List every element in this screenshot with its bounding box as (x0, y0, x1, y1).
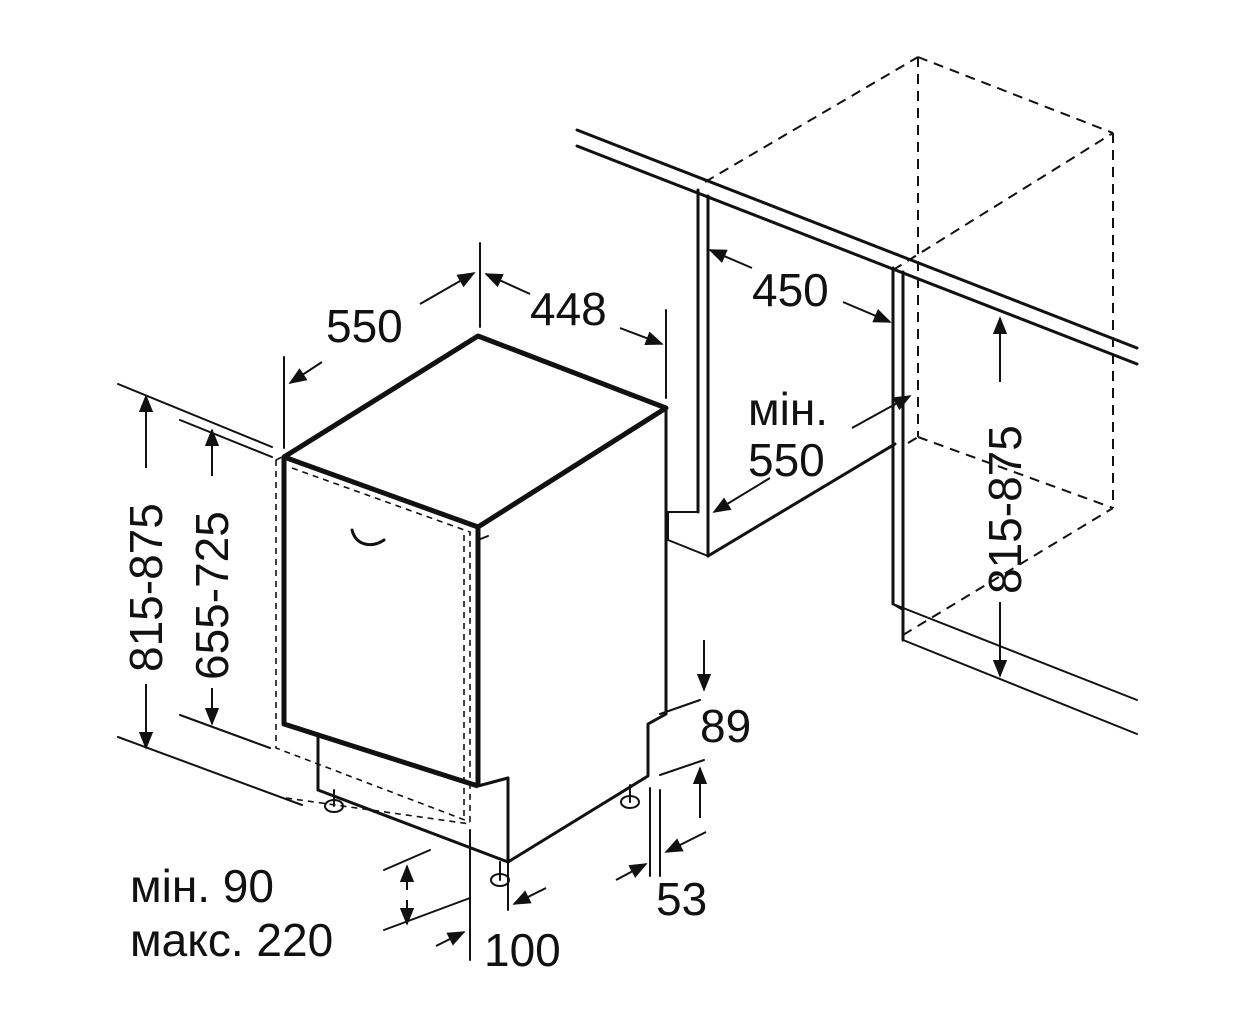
dim-plinth-89: 89 (659, 640, 751, 818)
dim-depth-550: 550 (283, 242, 481, 449)
label-plinth-min: мін. 90 (130, 860, 274, 912)
feet (324, 784, 640, 887)
label-min-word: мін. (748, 383, 828, 435)
dim-door-height: 655-725 (179, 419, 273, 749)
dim-width-448: 448 (484, 273, 667, 399)
dim-total-height: 815-875 (117, 383, 303, 806)
label-depth-550: 550 (326, 300, 403, 352)
label-plinth-89: 89 (700, 700, 751, 752)
door-handle-icon (350, 528, 386, 547)
label-plinth-max: макс. 220 (130, 914, 333, 966)
label-plinth-53: 53 (656, 873, 707, 925)
label-door-height: 655-725 (186, 511, 238, 680)
label-total-height: 815-875 (120, 503, 172, 672)
dim-niche-width-450: 450 (708, 249, 892, 323)
door-panel-outline (275, 454, 471, 825)
dim-plinth-53: 53 (615, 787, 707, 925)
dim-plinth-100: 100 (435, 829, 561, 976)
label-niche-height: 815-875 (979, 425, 1031, 594)
label-niche-width-450: 450 (752, 264, 829, 316)
label-plinth-100: 100 (484, 924, 561, 976)
label-width-448: 448 (530, 283, 607, 335)
dim-plinth-range: мін. 90 макс. 220 (130, 849, 471, 966)
cabinet-niche (575, 56, 1139, 735)
dishwasher-body (281, 333, 669, 864)
label-niche-depth-550: 550 (748, 434, 825, 486)
dim-niche-height: 815-875 (979, 316, 1031, 678)
dim-niche-depth: мін. 550 (712, 383, 912, 513)
